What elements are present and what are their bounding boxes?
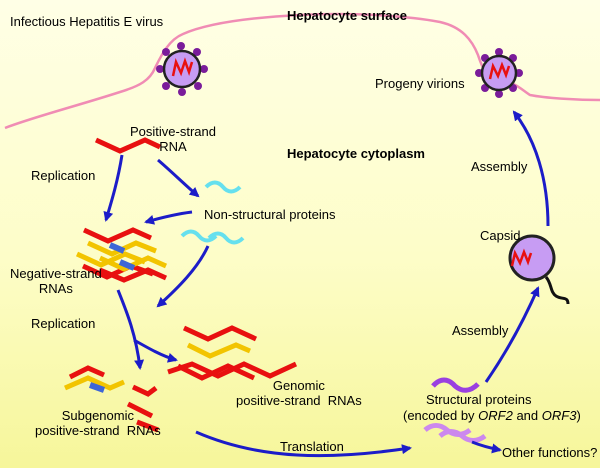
capsid-icon <box>508 234 570 305</box>
label-encoded-by: (encoded by ORF2 and ORF3) <box>403 408 581 423</box>
label-genomic-rnas: Genomic positive-strand RNAs <box>236 378 362 408</box>
label-replication-1: Replication <box>31 168 96 183</box>
label-orf2: ORF2 <box>478 408 513 423</box>
positive-rna-strand <box>94 137 162 154</box>
label-orf3: ORF3 <box>541 408 577 423</box>
label-assembly-lower: Assembly <box>452 323 509 338</box>
label-assembly-upper: Assembly <box>471 159 528 174</box>
arrow-structural-to-capsid <box>484 286 540 383</box>
label-negative-strand-rnas: Negative-strand RNAs <box>10 266 102 296</box>
arrow-nsp-to-genomic <box>156 245 210 308</box>
label-other-functions: Other functions? <box>502 445 598 460</box>
label-structural-proteins: Structural proteins <box>426 392 532 407</box>
subgenomic-rna-cluster <box>64 365 159 433</box>
label-hepatocyte-cytoplasm: Hepatocyte cytoplasm <box>287 146 425 161</box>
structural-protein-glyphs <box>423 377 487 443</box>
label-progeny-virions: Progeny virions <box>375 76 465 91</box>
label-hepatocyte-surface: Hepatocyte surface <box>287 8 407 23</box>
label-capsid: Capsid <box>480 228 521 243</box>
progeny-virion-icon <box>475 48 523 98</box>
arrow-negative-to-subgenomic <box>116 289 145 370</box>
non-structural-protein-glyphs <box>180 180 245 245</box>
label-subgenomic-rnas: Subgenomic positive-strand RNAs <box>35 408 161 438</box>
label-replication-2: Replication <box>31 316 96 331</box>
label-and: and <box>512 408 542 423</box>
arrow-nsp-to-negative <box>144 210 193 225</box>
label-non-structural-proteins: Non-structural proteins <box>204 207 336 222</box>
label-translation: Translation <box>280 439 344 454</box>
infectious-virion-icon <box>156 42 208 96</box>
arrow-negative-to-genomic <box>133 338 178 363</box>
arrow-to-other-functions <box>471 440 502 454</box>
label-encoded-suffix: ) <box>576 408 581 423</box>
arrow-capsid-to-progeny <box>512 110 550 227</box>
arrow-rna-to-nonstructural <box>157 158 200 198</box>
label-infectious-virus: Infectious Hepatitis E virus <box>10 14 164 29</box>
label-encoded-prefix: (encoded by <box>403 408 479 423</box>
arrow-subgenomic-to-structural <box>195 430 412 458</box>
negative-strand-rna-cluster <box>75 227 168 283</box>
label-positive-strand-rna: Positive-strand RNA <box>130 124 216 154</box>
arrow-rna-to-negative <box>103 154 124 222</box>
genomic-rna-cluster <box>167 325 298 381</box>
